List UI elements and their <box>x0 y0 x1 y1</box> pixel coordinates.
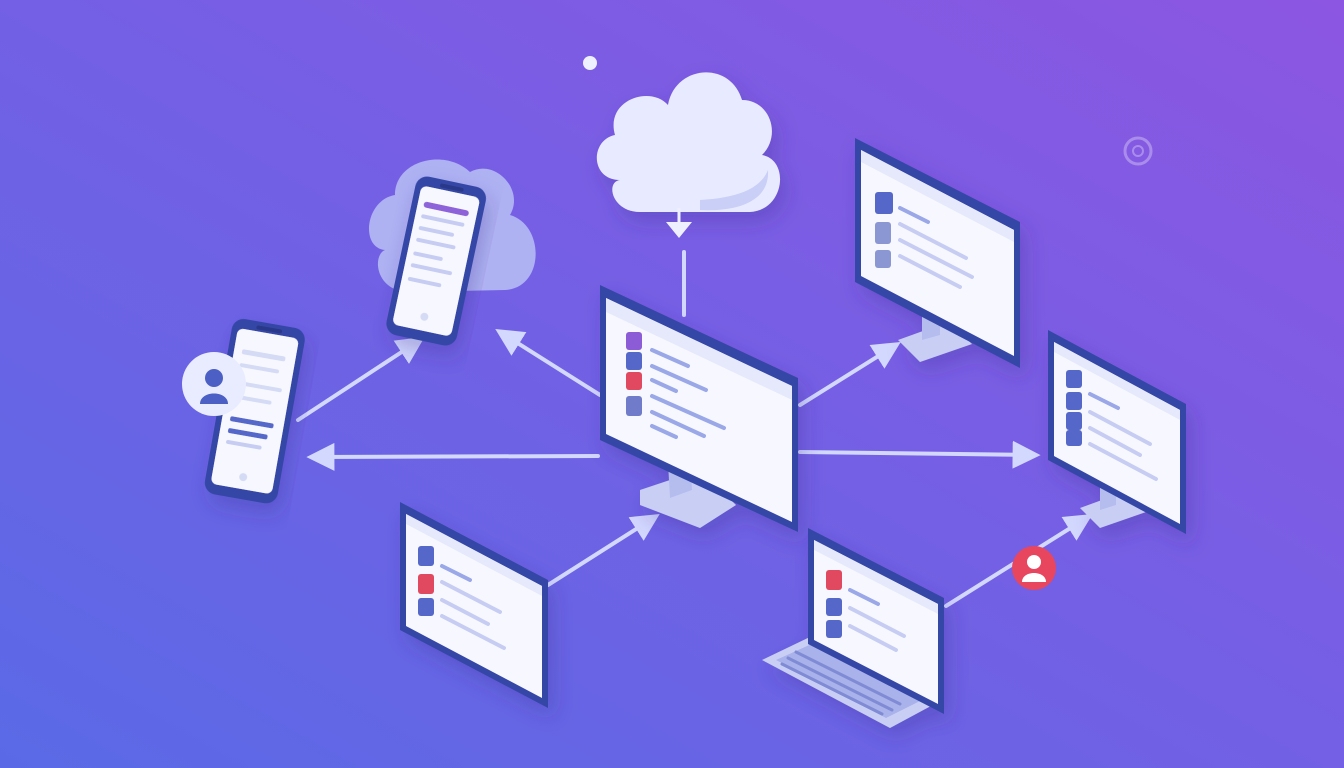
user-icon <box>1066 412 1082 430</box>
phone-top-highlight-bar <box>423 201 469 217</box>
user-icon <box>826 620 842 638</box>
monitor-top-right <box>855 138 1020 368</box>
user-icon <box>1066 370 1082 388</box>
connector-center-to-phone-top <box>495 329 602 397</box>
user-icon <box>875 222 891 244</box>
cloud-icon <box>596 72 781 212</box>
laptop-bottom-right <box>762 528 944 728</box>
user-icon <box>875 250 891 268</box>
monitor-right <box>1048 330 1186 534</box>
laptop-keyboard <box>780 650 902 716</box>
connector-center-to-monitor-right <box>798 440 1041 469</box>
user-icon <box>826 570 842 590</box>
user-icon <box>418 546 434 566</box>
download-arrow-icon <box>666 208 692 238</box>
user-icon <box>418 598 434 616</box>
user-icon <box>626 396 642 416</box>
user-icon <box>875 192 893 214</box>
connectors <box>296 250 1093 608</box>
user-icon <box>1012 546 1056 590</box>
center-monitor <box>600 285 798 532</box>
tablet-bottom-left <box>400 502 548 708</box>
user-icon <box>626 372 642 390</box>
phone-top <box>386 176 487 346</box>
user-icon <box>1066 430 1082 446</box>
user-icon <box>626 332 642 350</box>
connector-phone-left-to-phone-top <box>296 336 425 422</box>
connector-center-to-phone-left <box>306 442 600 471</box>
user-icon <box>826 598 842 616</box>
user-icon <box>418 574 434 594</box>
connector-tablet-to-center <box>546 513 660 587</box>
brand-mark-icon <box>1123 136 1153 166</box>
user-icon <box>626 352 642 370</box>
connector-center-to-monitor-top <box>798 342 901 407</box>
user-icon <box>1066 392 1082 410</box>
floating-dot <box>583 56 597 70</box>
center-monitor-user-list <box>626 332 726 439</box>
user-icon <box>182 352 246 416</box>
